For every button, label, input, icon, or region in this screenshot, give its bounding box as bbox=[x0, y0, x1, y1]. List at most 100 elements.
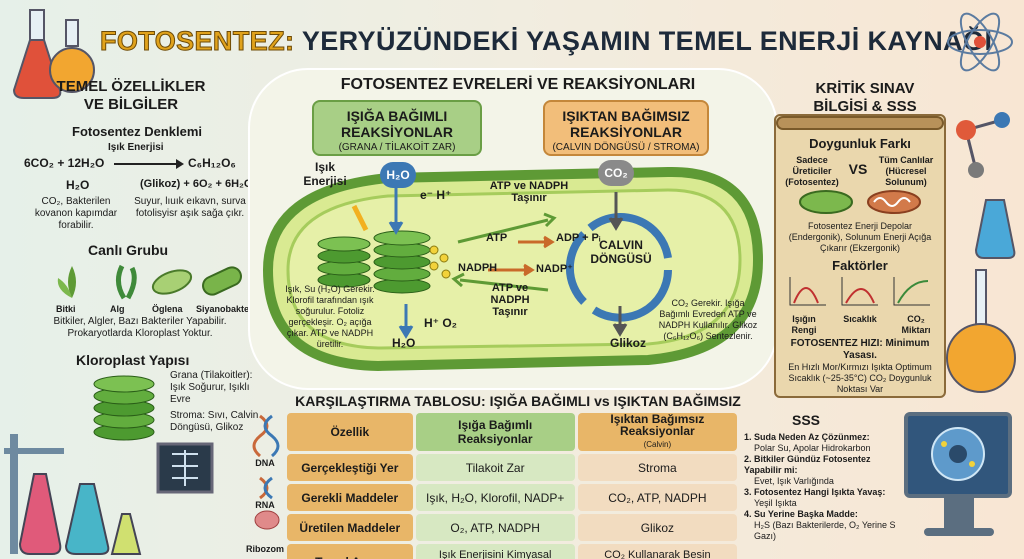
eq-arrow-icon bbox=[114, 159, 184, 169]
return-transport-label: ATP ve NADPH Taşınır bbox=[490, 282, 530, 318]
speed-note: En Hızlı Mor/Kırmızı Işıkta Optimum Sıca… bbox=[788, 362, 932, 394]
producers-label: Sadece Üreticiler (Fotosentez) bbox=[785, 155, 839, 187]
grana-icon bbox=[317, 230, 451, 294]
all-living-label: Tüm Canlılar (Hücresel Solunum) bbox=[878, 155, 934, 187]
eq-light-energy: Işık Enerjisi bbox=[108, 142, 164, 153]
calvin-label: CALVIN DÖNGÜSÜ bbox=[590, 238, 652, 266]
table-row: Üretilen Maddeler O₂, ATP, NADPH Glikoz bbox=[287, 514, 737, 541]
dark-reactions-sub: (CALVIN DÖNGÜSÜ / STROMA) bbox=[552, 142, 700, 153]
factor-labels: Işığın Rengi Sıcaklık CO₂ Miktarı bbox=[776, 314, 944, 336]
faq-answer: H₂S (Bazı Bakterilerde, O₂ Yerine S Gazı… bbox=[754, 520, 896, 541]
eq-h2o: H₂O bbox=[66, 178, 90, 192]
chloroplast-title: Kloroplast Yapısı bbox=[76, 352, 190, 368]
faq-item: 2. Bitkiler Gündüz Fotosentez Yapabilir … bbox=[744, 454, 904, 487]
saturation-compare: Sadece Üreticiler (Fotosentez) VS Tüm Ca… bbox=[776, 151, 944, 188]
organelles-icon bbox=[799, 190, 921, 214]
cell-dark: CO₂ Kullanarak Besin Sentezlemek bbox=[577, 544, 737, 559]
faq-item: 4. Su Yerine Başka Madde: H₂S (Bazı Bakt… bbox=[744, 509, 904, 542]
row-label: Üretilen Maddeler bbox=[287, 514, 413, 541]
comparison-table: Özellik Işığa Bağımlı Reaksiyonlar Işıkt… bbox=[284, 410, 740, 559]
col-dark-title: Işıktan Bağımsız Reaksiyonlar bbox=[610, 412, 705, 438]
calvin-cycle-icon bbox=[565, 213, 672, 322]
equation-title: Fotosentez Denklemi bbox=[72, 124, 203, 139]
groups-icons bbox=[57, 264, 242, 300]
cell-light: O₂, ATP, NADPH bbox=[415, 514, 575, 541]
h-o2-label: H⁺ O₂ bbox=[424, 316, 457, 330]
eq-note-co2: CO₂, Bakterilen kovanon kapımdar forabil… bbox=[34, 196, 118, 231]
speed-title: FOTOSENTEZ HIZI: Minimum Yasası. bbox=[790, 338, 930, 361]
cell-light: Işık Enerjisini Kimyasal Enerjiye Çevirm… bbox=[415, 544, 575, 559]
faq-section: SSS 1. Suda Neden Az Çözünmez: Polar Su,… bbox=[744, 412, 904, 542]
group-plant: Bitki bbox=[56, 304, 76, 314]
row-label: Temel Amaç bbox=[287, 544, 413, 559]
faq-item: 1. Suda Neden Az Çözünmez: Polar Su, Apo… bbox=[744, 432, 904, 454]
electron-label: e⁻ H⁺ bbox=[420, 188, 452, 202]
cell-screen-icon bbox=[931, 427, 985, 481]
scroll-top-roll bbox=[776, 116, 944, 130]
nadp-label: NADP⁺ bbox=[536, 263, 573, 275]
col-dark-sub: (Calvin) bbox=[643, 440, 672, 449]
faq-answer: Evet, Işık Varlığında bbox=[754, 476, 834, 486]
exam-info-scroll: Doygunluk Farkı Sadece Üreticiler (Fotos… bbox=[774, 114, 946, 398]
side-rna-label: RNA bbox=[255, 500, 275, 510]
euglena-icon bbox=[151, 269, 193, 295]
monitor-stand-icon bbox=[944, 498, 974, 528]
title-rest: YERYÜZÜNDEKİ YAŞAMIN TEMEL ENERJİ KAYNAĞ… bbox=[301, 26, 993, 56]
table-header-row: Özellik Işığa Bağımlı Reaksiyonlar Işıkt… bbox=[287, 413, 737, 451]
cell-light: Tilakoit Zar bbox=[415, 454, 575, 481]
left-panel: TEMEL ÖZELLİKLER VE BİLGİLER Fotosentez … bbox=[6, 66, 258, 461]
chloroplast-diagram bbox=[262, 166, 764, 372]
grana-stack-icon bbox=[93, 375, 155, 441]
molecule-flask-icon bbox=[946, 112, 1016, 393]
adp-label: ADP + Pᵢ bbox=[556, 232, 601, 244]
light-reactions-title: IŞIĞA BAĞIMLI REAKSİYONLAR bbox=[340, 108, 453, 140]
saturation-title: Doygunluk Farkı bbox=[809, 136, 911, 151]
light-phase-note: Işık, Su (H₂O) Gerekir. Klorofil tarafın… bbox=[285, 284, 375, 349]
monitor-icon bbox=[904, 412, 1012, 498]
light-reactions-box: IŞIĞA BAĞIMLI REAKSİYONLAR (GRANA / TİLA… bbox=[312, 100, 482, 156]
nadph-label: NADPH bbox=[458, 262, 498, 274]
group-euglena: Öglena bbox=[152, 304, 183, 314]
cell-dark: Stroma bbox=[577, 454, 737, 481]
faq-answer: Polar Su, Apolar Hidrokarbon bbox=[754, 443, 871, 453]
col-light: Işığa Bağımlı Reaksiyonlar bbox=[415, 413, 575, 451]
faq-question: 2. Bitkiler Gündüz Fotosentez Yapabilir … bbox=[744, 454, 871, 475]
phases-header: FOTOSENTEZ EVRELERİ VE REAKSİYONLARI bbox=[340, 76, 696, 93]
h2o-top-badge: H₂O bbox=[380, 162, 416, 188]
eq-glucose: (Glikoz) + 6O₂ + 6H₂O bbox=[140, 178, 253, 190]
faq-list: 1. Suda Neden Az Çözünmez: Polar Su, Apo… bbox=[744, 432, 904, 542]
monitor-base-icon bbox=[924, 528, 994, 536]
cell-light: Işık, H₂O, Klorofil, NADP+ bbox=[415, 484, 575, 511]
light-energy-label: Işık Enerjisi bbox=[303, 160, 347, 188]
faq-question: 1. Suda Neden Az Çözünmez: bbox=[744, 432, 870, 442]
col-dark: Işıktan Bağımsız Reaksiyonlar (Calvin) bbox=[577, 412, 737, 451]
factor-label: CO₂ Miktarı bbox=[901, 314, 931, 335]
algae-icon bbox=[116, 264, 137, 300]
groups-note: Bitkiler, Algler, Bazı Bakteriler Yapabi… bbox=[53, 316, 227, 339]
energy-note: Fotosentez Enerji Depolar (Endergonik), … bbox=[788, 221, 932, 253]
cyanobacteria-icon bbox=[202, 266, 242, 296]
right-header: KRİTİK SINAV BİLGİSİ & SSS bbox=[813, 80, 917, 115]
groups-title: Canlı Grubu bbox=[88, 242, 169, 258]
faq-question: 4. Su Yerine Başka Madde: bbox=[744, 509, 858, 519]
group-algae: Alg bbox=[110, 304, 125, 314]
factor-label: Sıcaklık bbox=[843, 314, 877, 324]
title-highlight: FOTOSENTEZ: bbox=[99, 26, 295, 57]
cell-dark: Glikoz bbox=[577, 514, 737, 541]
dark-reactions-box: IŞIKTAN BAĞIMSIZ REAKSİYONLAR (CALVIN DÖ… bbox=[543, 100, 709, 156]
eq-note-water: Suyur, lıuık eıkavn, surva fotolisyisr a… bbox=[134, 196, 246, 219]
table-row: Gerekli Maddeler Işık, H₂O, Klorofil, NA… bbox=[287, 484, 737, 511]
factor-graphs-icon bbox=[789, 277, 930, 306]
grana-note: Grana (Tilakoitler): Işık Soğurur, Işıkl… bbox=[170, 370, 253, 405]
vs-label: VS bbox=[848, 161, 868, 177]
eq-reactants: 6CO₂ + 12H₂O bbox=[24, 156, 105, 170]
co2-top-badge: CO₂ bbox=[598, 160, 634, 186]
flask-icon bbox=[12, 9, 95, 99]
row-label: Gerçekleştiği Yer bbox=[287, 454, 413, 481]
dna-icon bbox=[252, 414, 280, 530]
lab-glassware-icon bbox=[4, 434, 214, 555]
atom-icon bbox=[947, 12, 1013, 72]
flow-arrows-icon bbox=[351, 188, 628, 339]
table-row: Temel Amaç Işık Enerjisini Kimyasal Ener… bbox=[287, 544, 737, 559]
transport-label: ATP ve NADPH Taşınır bbox=[489, 180, 569, 204]
